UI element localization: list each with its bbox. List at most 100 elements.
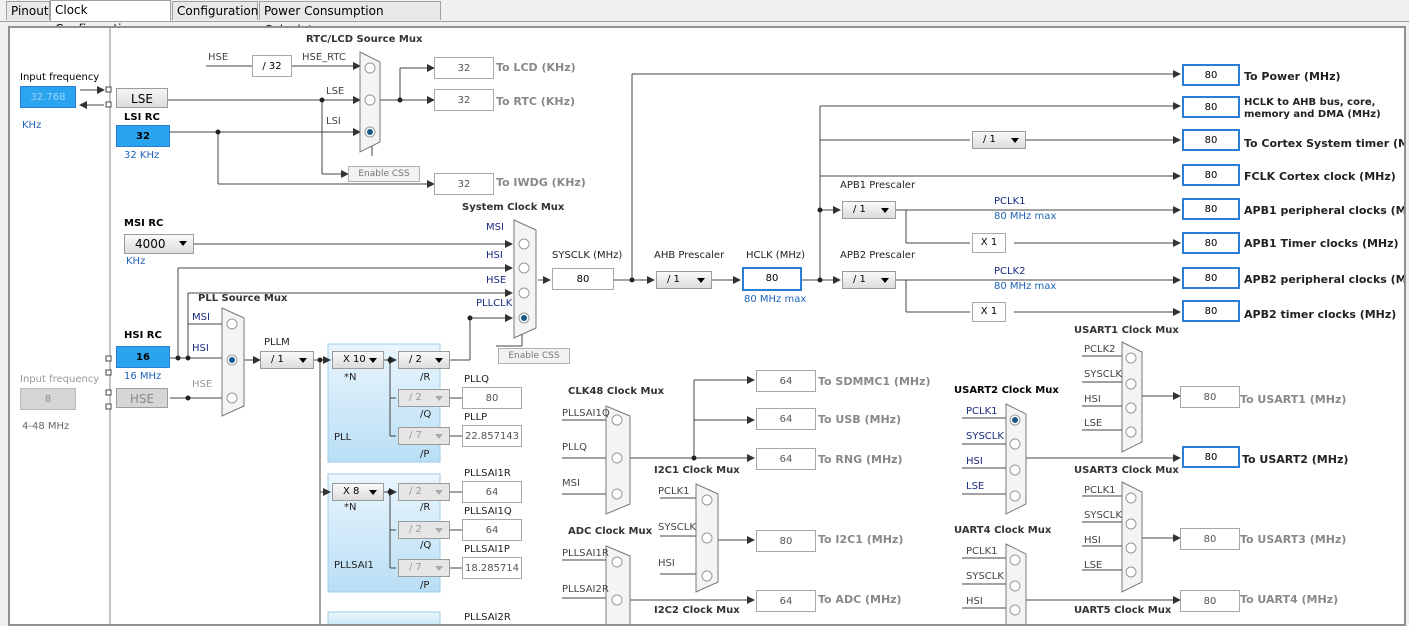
- pll-r-dropdown[interactable]: / 2: [398, 351, 450, 369]
- output-cortex-timer-label: To Cortex System timer (MHz): [1244, 137, 1404, 150]
- pllsai1-r-label: /R: [420, 502, 431, 513]
- uart4-frequency: 80: [1180, 590, 1240, 612]
- i2c1-frequency: 80: [756, 530, 816, 552]
- pllsai1-n-label: *N: [344, 502, 357, 513]
- pllm-label: PLLM: [264, 337, 290, 348]
- output-apb2-periph-value[interactable]: 80: [1182, 267, 1240, 289]
- i2c1-mux-title: I2C1 Clock Mux: [654, 465, 740, 476]
- output-apb1-timer-value[interactable]: 80: [1182, 232, 1240, 254]
- rtc-enable-css-button[interactable]: Enable CSS: [348, 166, 420, 182]
- tab-clock-configuration[interactable]: Clock Configuration: [50, 0, 171, 36]
- hclk-value[interactable]: 80: [742, 267, 802, 291]
- tab-pinout[interactable]: Pinout: [6, 1, 50, 20]
- cortex-timer-divider-dropdown[interactable]: / 1: [972, 131, 1026, 149]
- sysmux-msi-label: MSI: [486, 222, 504, 233]
- output-apb2-timer-value[interactable]: 80: [1182, 300, 1240, 322]
- i2c2-mux-title: I2C2 Clock Mux: [654, 605, 740, 616]
- output-cortex-timer-value[interactable]: 80: [1182, 129, 1240, 151]
- adc-in1-label: PLLSAI1R: [562, 548, 609, 559]
- output-apb2-timer-label: APB2 timer clocks (MHz): [1244, 308, 1397, 321]
- adc-frequency: 64: [756, 590, 816, 612]
- hse-input-frequency[interactable]: 8: [20, 388, 76, 410]
- pll-p-dropdown[interactable]: / 7: [398, 427, 450, 445]
- lse-input-frequency[interactable]: 32.768: [20, 86, 76, 108]
- pllsai1-p-dropdown[interactable]: / 7: [398, 559, 450, 577]
- pllp-value: 22.857143: [462, 425, 522, 447]
- adc-in2-label: PLLSAI2R: [562, 584, 609, 595]
- usart2-in1-label: PCLK1: [966, 406, 998, 417]
- usb-label: To USB (MHz): [818, 413, 902, 426]
- pll-q-dropdown[interactable]: / 2: [398, 389, 450, 407]
- i2c1-label: To I2C1 (MHz): [818, 533, 904, 546]
- usart1-in4-label: LSE: [1084, 418, 1103, 429]
- hclk-max-label: 80 MHz max: [744, 294, 807, 305]
- pclk1-max-label: 80 MHz max: [994, 211, 1057, 222]
- rtc-lsi-label: LSI: [326, 116, 341, 127]
- sdmmc-frequency: 64: [756, 370, 816, 392]
- usart1-label: To USART1 (MHz): [1240, 393, 1347, 406]
- uart4-in1-label: PCLK1: [966, 546, 998, 557]
- pllm-dropdown[interactable]: / 1: [260, 351, 314, 369]
- output-fclk-value[interactable]: 80: [1182, 164, 1240, 186]
- clk48-mux-title: CLK48 Clock Mux: [568, 386, 665, 397]
- rng-label: To RNG (MHz): [818, 453, 903, 466]
- output-apb1-timer-label: APB1 Timer clocks (MHz): [1244, 237, 1399, 250]
- adc-mux-title: ADC Clock Mux: [568, 526, 653, 537]
- sysmux-hse-label: HSE: [486, 275, 507, 286]
- pllsai1-q-dropdown[interactable]: / 2: [398, 521, 450, 539]
- apb1-prescaler-dropdown[interactable]: / 1: [842, 201, 896, 219]
- apb1-timer-multiplier: X 1: [972, 233, 1006, 253]
- hse-rtc-divider[interactable]: / 32: [252, 55, 292, 77]
- apb1-prescaler-label: APB1 Prescaler: [840, 180, 916, 191]
- lcd-frequency: 32: [434, 57, 494, 79]
- tab-configuration[interactable]: Configuration: [172, 1, 258, 20]
- output-fclk-label: FCLK Cortex clock (MHz): [1244, 170, 1396, 183]
- rtc-lse-label: LSE: [326, 86, 345, 97]
- usart3-in1-label: PCLK1: [1084, 485, 1116, 496]
- input-frequency-label: Input frequency: [20, 72, 100, 83]
- lsi-khz-label: 32 KHz: [124, 150, 160, 161]
- i2c1-in3-label: HSI: [658, 558, 675, 569]
- output-hclk-label-2: memory and DMA (MHz): [1244, 109, 1381, 120]
- uart4-mux-title: UART4 Clock Mux: [954, 525, 1052, 536]
- msi-rc-dropdown[interactable]: 4000: [124, 234, 194, 254]
- pllp-label: PLLP: [464, 412, 488, 423]
- pllq-value: 80: [462, 387, 522, 409]
- usart3-in2-label: SYSCLK: [1084, 510, 1122, 521]
- usart1-frequency: 80: [1180, 386, 1240, 408]
- hse-range-label: 4-48 MHz: [22, 421, 70, 432]
- hsi-mhz-label: 16 MHz: [124, 371, 162, 382]
- ahb-prescaler-dropdown[interactable]: / 1: [656, 271, 712, 289]
- output-hclk-value[interactable]: 80: [1182, 96, 1240, 118]
- usart3-in4-label: LSE: [1084, 560, 1103, 571]
- rtc-label: To RTC (KHz): [496, 95, 575, 108]
- sysclk-value[interactable]: 80: [552, 268, 614, 290]
- pllsai1-r-dropdown[interactable]: / 2: [398, 483, 450, 501]
- pll-block-name: PLL: [334, 432, 352, 443]
- i2c1-in1-label: PCLK1: [658, 486, 690, 497]
- tab-power-consumption[interactable]: Power Consumption Calculator: [259, 1, 441, 37]
- pllsai1-n-dropdown[interactable]: X 8: [332, 483, 384, 501]
- sys-enable-css-button[interactable]: Enable CSS: [498, 348, 570, 364]
- usart2-label: To USART2 (MHz): [1242, 453, 1349, 466]
- rtc-hse-label: HSE: [208, 52, 229, 63]
- apb2-prescaler-dropdown[interactable]: / 1: [842, 271, 896, 289]
- usart2-in3-label: HSI: [966, 456, 983, 467]
- rtc-mux-title: RTC/LCD Source Mux: [306, 34, 423, 45]
- usart2-frequency[interactable]: 80: [1182, 446, 1240, 468]
- output-apb1-periph-label: APB1 peripheral clocks (MHz): [1244, 204, 1406, 217]
- usart2-mux-title: USART2 Clock Mux: [954, 385, 1059, 396]
- output-hclk-label: HCLK to AHB bus, core,: [1244, 97, 1376, 108]
- output-apb1-periph-value[interactable]: 80: [1182, 198, 1240, 220]
- uart4-in3-label: HSI: [966, 596, 983, 607]
- sysmux-hsi-label: HSI: [486, 250, 503, 261]
- pll-n-dropdown[interactable]: X 10: [332, 351, 384, 369]
- clk48-in3-label: MSI: [562, 478, 580, 489]
- rtc-frequency: 32: [434, 89, 494, 111]
- msi-khz-label: KHz: [126, 256, 146, 267]
- i2c1-in2-label: SYSCLK: [658, 522, 696, 533]
- pclk2-label: PCLK2: [994, 266, 1026, 277]
- system-mux-shape: [513, 219, 537, 339]
- pllsai1p-label: PLLSAI1P: [464, 544, 510, 555]
- output-power-value[interactable]: 80: [1182, 64, 1240, 86]
